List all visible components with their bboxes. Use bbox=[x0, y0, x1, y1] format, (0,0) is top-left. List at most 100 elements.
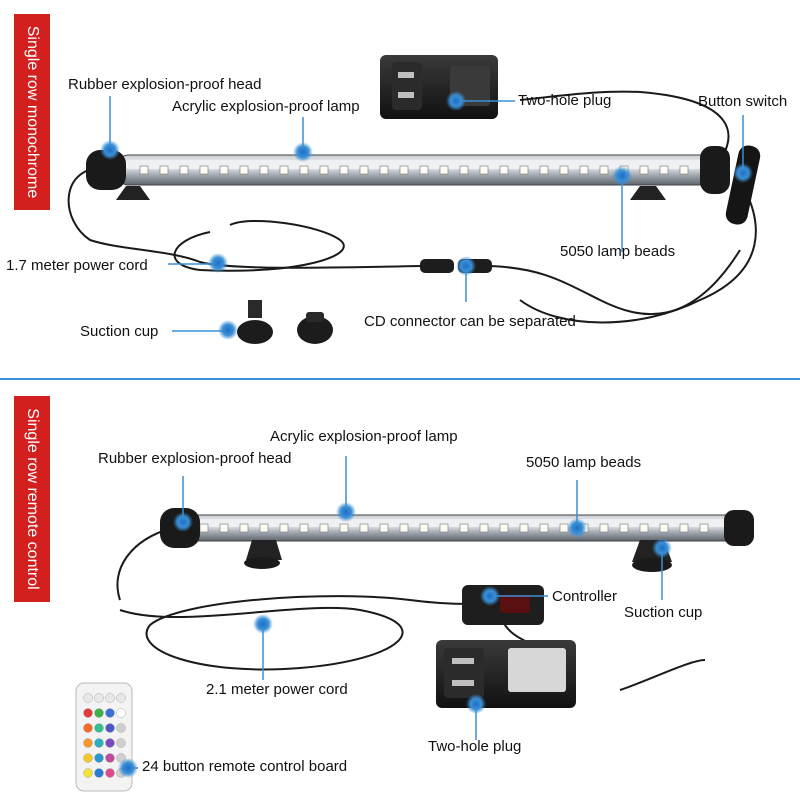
led-bead bbox=[379, 165, 389, 175]
remote-key bbox=[105, 723, 115, 733]
led-bead bbox=[339, 165, 349, 175]
remote-key bbox=[94, 723, 104, 733]
led-bead bbox=[639, 165, 649, 175]
remote-key bbox=[83, 768, 93, 778]
led-bead bbox=[279, 523, 289, 533]
label-suction-cup-2: Suction cup bbox=[624, 604, 703, 621]
led-bead bbox=[679, 165, 689, 175]
led-bead bbox=[339, 523, 349, 533]
led-bead bbox=[459, 523, 469, 533]
label-button-switch: Button switch bbox=[698, 93, 788, 110]
label-power-cord-2: 2.1 meter power cord bbox=[206, 681, 348, 698]
led-bead bbox=[399, 165, 409, 175]
led-bead bbox=[359, 523, 369, 533]
led-bead bbox=[539, 523, 549, 533]
remote-key bbox=[83, 738, 93, 748]
led-bead bbox=[239, 165, 249, 175]
led-bead bbox=[199, 523, 209, 533]
led-bead bbox=[179, 165, 189, 175]
led-bead bbox=[359, 165, 369, 175]
led-bead bbox=[599, 165, 609, 175]
remote-key bbox=[105, 753, 115, 763]
remote-key bbox=[105, 693, 115, 703]
label-cd-connector: CD connector can be separated bbox=[364, 313, 576, 330]
loose-suction-cup-2 bbox=[297, 312, 333, 344]
section-tab-remote-control: Single row remote control bbox=[14, 396, 50, 602]
led-bead bbox=[459, 165, 469, 175]
led-bead bbox=[239, 523, 249, 533]
led-bead bbox=[259, 165, 269, 175]
led-bead bbox=[159, 165, 169, 175]
led-bead bbox=[499, 523, 509, 533]
led-bead bbox=[219, 165, 229, 175]
remote-lamp-beads bbox=[199, 523, 709, 533]
led-bead bbox=[559, 165, 569, 175]
remote-keys bbox=[83, 693, 126, 778]
remote-key bbox=[83, 753, 93, 763]
led-bead bbox=[559, 523, 569, 533]
loose-suction-cup-1 bbox=[237, 300, 273, 344]
label-two-hole-plug-1: Two-hole plug bbox=[518, 92, 612, 109]
led-bead bbox=[699, 523, 709, 533]
led-bead bbox=[439, 165, 449, 175]
remote-key bbox=[94, 708, 104, 718]
led-bead bbox=[579, 165, 589, 175]
led-bead bbox=[599, 523, 609, 533]
remote-key bbox=[94, 693, 104, 703]
led-bead bbox=[539, 165, 549, 175]
label-lamp-beads-1: 5050 lamp beads bbox=[560, 243, 676, 260]
led-bead bbox=[139, 165, 149, 175]
remote-key bbox=[116, 693, 126, 703]
monochrome-right-cap bbox=[700, 146, 730, 194]
monochrome-lamp-beads bbox=[139, 165, 689, 175]
remote-key bbox=[83, 708, 93, 718]
led-bead bbox=[519, 165, 529, 175]
remote-key bbox=[105, 738, 115, 748]
section-divider bbox=[0, 378, 800, 380]
led-bead bbox=[659, 165, 669, 175]
label-controller: Controller bbox=[552, 588, 618, 605]
led-bead bbox=[439, 523, 449, 533]
remote-key bbox=[94, 753, 104, 763]
led-bead bbox=[299, 523, 309, 533]
remote-key bbox=[83, 693, 93, 703]
remote-key bbox=[116, 708, 126, 718]
led-bead bbox=[319, 523, 329, 533]
label-acrylic-lamp-1: Acrylic explosion-proof lamp bbox=[172, 98, 360, 115]
led-bead bbox=[659, 523, 669, 533]
label-remote-board: 24 button remote control board bbox=[142, 758, 348, 775]
led-bead bbox=[419, 523, 429, 533]
led-bead bbox=[479, 165, 489, 175]
led-bead bbox=[319, 165, 329, 175]
label-rubber-head-2: Rubber explosion-proof head bbox=[98, 450, 292, 467]
remote-right-cap bbox=[724, 510, 754, 546]
led-bead bbox=[419, 165, 429, 175]
remote-key bbox=[105, 708, 115, 718]
label-acrylic-lamp-2: Acrylic explosion-proof lamp bbox=[270, 428, 458, 445]
led-bead bbox=[479, 523, 489, 533]
remote-key bbox=[94, 738, 104, 748]
led-bead bbox=[379, 523, 389, 533]
section-tab-monochrome: Single row monochrome bbox=[14, 14, 50, 210]
led-bead bbox=[639, 523, 649, 533]
led-bead bbox=[219, 523, 229, 533]
cd-connector-female bbox=[420, 259, 454, 273]
label-power-cord-1: 1.7 meter power cord bbox=[6, 257, 148, 274]
label-lamp-beads-2: 5050 lamp beads bbox=[526, 454, 642, 471]
remote-key bbox=[83, 723, 93, 733]
remote-key bbox=[116, 738, 126, 748]
led-bead bbox=[279, 165, 289, 175]
remote-key bbox=[116, 723, 126, 733]
led-bead bbox=[519, 523, 529, 533]
remote-key bbox=[94, 768, 104, 778]
led-bead bbox=[199, 165, 209, 175]
led-bead bbox=[399, 523, 409, 533]
led-bead bbox=[299, 165, 309, 175]
led-bead bbox=[679, 523, 689, 533]
label-rubber-head-1: Rubber explosion-proof head bbox=[68, 76, 262, 93]
monochrome-left-cap bbox=[86, 150, 126, 190]
led-bead bbox=[259, 523, 269, 533]
label-two-hole-plug-2: Two-hole plug bbox=[428, 738, 522, 755]
